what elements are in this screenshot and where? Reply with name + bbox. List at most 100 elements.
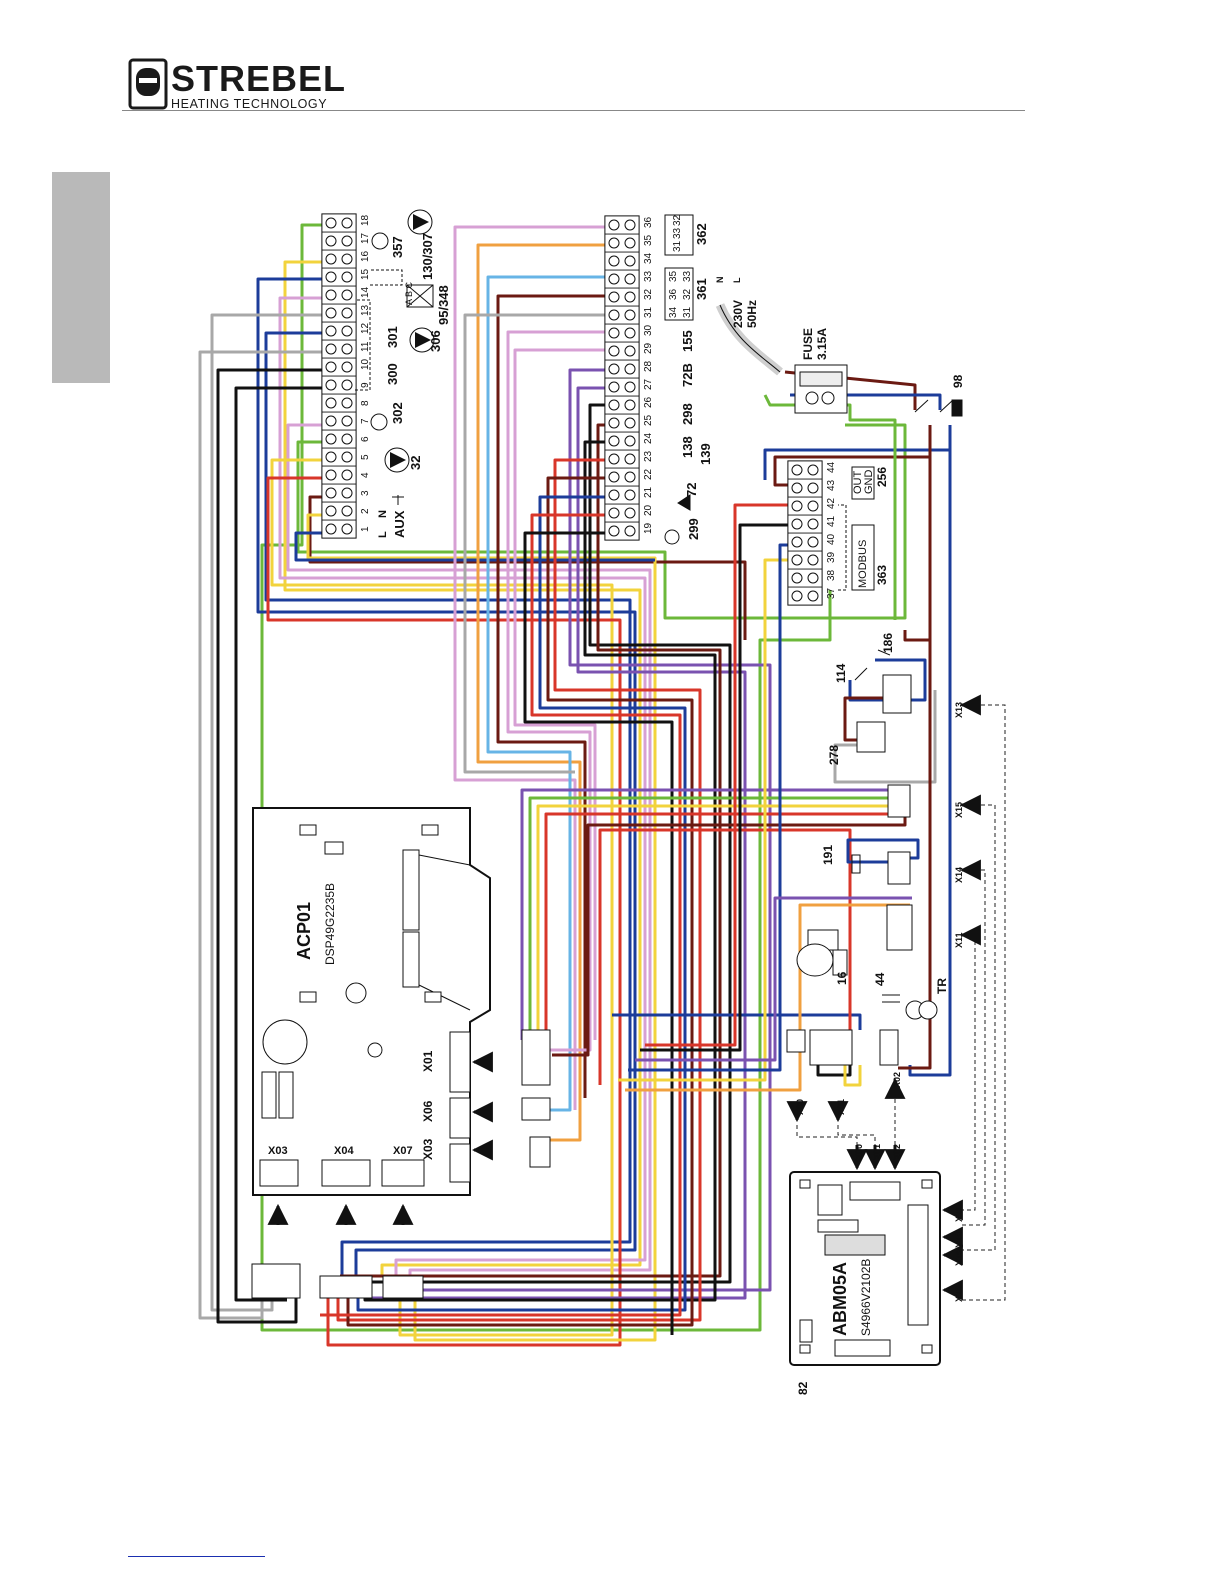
- terminal-1: 1: [321, 519, 371, 539]
- tr-label: TR: [935, 978, 949, 994]
- terminal-number: 27: [643, 378, 654, 390]
- wire-pink: [513, 348, 605, 1040]
- terminal-26: 26: [604, 395, 654, 415]
- terminal-number: 5: [360, 454, 371, 460]
- aux-n-label: N: [377, 510, 389, 518]
- wire-red: [544, 812, 888, 1030]
- x01-label: X01: [421, 1050, 435, 1072]
- x01-top-label: X01: [836, 1099, 846, 1115]
- terminal-2: 2: [321, 501, 371, 521]
- box-number: 32: [682, 288, 693, 300]
- wire-red: [645, 503, 800, 1047]
- header-rule: [122, 110, 1025, 111]
- wire-brown: [308, 495, 747, 640]
- c306-label: 306: [428, 330, 443, 352]
- c32-label: 32: [408, 456, 423, 470]
- wire-blue: [264, 331, 632, 1276]
- terminal-4: 4: [321, 465, 371, 485]
- wire-blue: [846, 838, 920, 864]
- c98-label: 98: [951, 374, 965, 388]
- terminal-44: 44: [787, 460, 837, 480]
- terminal-15: 15: [321, 267, 371, 287]
- terminal-28: 28: [604, 359, 654, 379]
- wire-brown: [496, 294, 605, 1098]
- wire-harness: [198, 223, 952, 1347]
- terminal-number: 35: [643, 234, 654, 246]
- power-l-label: L: [732, 277, 742, 283]
- x06-label: X06: [421, 1100, 435, 1122]
- box-number: 33: [672, 227, 683, 239]
- c138-label: 138: [680, 436, 695, 458]
- wire-orange: [625, 903, 910, 1092]
- right-components: [786, 649, 938, 1066]
- wire-red: [336, 458, 702, 1322]
- terminal-number: 42: [826, 497, 837, 509]
- x01-abm-label: X01: [872, 1144, 882, 1160]
- terminal-41: 41: [787, 514, 837, 534]
- c357-label: 357: [390, 236, 405, 258]
- x07-label: X07: [393, 1145, 413, 1157]
- out-label: OUT: [852, 471, 864, 495]
- terminal-number: 4: [360, 472, 371, 478]
- terminal-number: 41: [826, 515, 837, 527]
- terminal-number: 24: [643, 432, 654, 444]
- x04-label: X04: [334, 1145, 354, 1157]
- wire-green: [763, 394, 897, 620]
- terminal-number: 40: [826, 533, 837, 545]
- x15-abm-label: X15: [954, 1250, 964, 1266]
- power-section: [715, 303, 963, 417]
- wire-brown: [340, 423, 722, 1278]
- terminal-number: 17: [360, 232, 371, 244]
- terminal-number: 2: [360, 508, 371, 514]
- terminal-6: 6: [321, 429, 371, 449]
- acp01-label: ACP01: [294, 902, 314, 960]
- fuse-label: FUSE: [801, 328, 815, 360]
- box-number: 36: [668, 288, 679, 300]
- terminal-number: 23: [643, 450, 654, 462]
- wire-pink: [506, 330, 605, 1052]
- abm05a-code-label: S4966V2102B: [859, 1259, 873, 1336]
- wire-blue: [356, 495, 687, 1312]
- terminal-number: 29: [643, 342, 654, 354]
- c191-label: 191: [821, 845, 835, 865]
- x15-label: X15: [954, 802, 964, 818]
- terminal-21: 21: [604, 485, 654, 505]
- terminal-number: 28: [643, 360, 654, 372]
- wire-red: [266, 476, 622, 1347]
- terminal-39: 39: [787, 550, 837, 570]
- wire-pink: [286, 423, 652, 1276]
- wire-yellow: [843, 1065, 862, 1087]
- terminal-number: 16: [360, 250, 371, 262]
- terminal-43: 43: [787, 478, 837, 498]
- voltage-label: 230V: [731, 300, 745, 328]
- strip-1-labels: AUX L N 32 302 300 301 306 357 130/307 9…: [377, 233, 451, 538]
- brand-tagline: HEATING TECHNOLOGY: [171, 97, 328, 111]
- terminal-35: 35: [604, 233, 654, 253]
- terminal-number: 30: [643, 324, 654, 336]
- wire-blue: [294, 531, 655, 562]
- terminal-7: 7: [321, 411, 371, 431]
- terminal-22: 22: [604, 467, 654, 487]
- terminal-number: 15: [360, 268, 371, 280]
- x00-top-label: X00: [795, 1099, 805, 1115]
- c278-label: 278: [827, 745, 841, 765]
- c155-label: 155: [680, 330, 695, 352]
- wire-grey: [833, 690, 937, 784]
- terminal-number: 25: [643, 414, 654, 426]
- terminal-3: 3: [321, 483, 371, 503]
- terminal-number: 22: [643, 468, 654, 480]
- c298-label: 298: [680, 403, 695, 425]
- terminal-20: 20: [604, 503, 654, 523]
- terminal-33: 33: [604, 269, 654, 289]
- c95-label: 95/348: [436, 285, 451, 325]
- terminal-number: 43: [826, 479, 837, 491]
- strip-1-symbols: [355, 209, 435, 505]
- terminal-number: 13: [360, 304, 371, 316]
- strip-3-labels: MODBUS 363 OUT GND 256: [852, 467, 889, 588]
- wire-yellow: [270, 458, 614, 1337]
- terminal-38: 38: [787, 568, 837, 588]
- abm05a-arrows: [786, 694, 981, 1301]
- language-side-tab: [52, 172, 110, 383]
